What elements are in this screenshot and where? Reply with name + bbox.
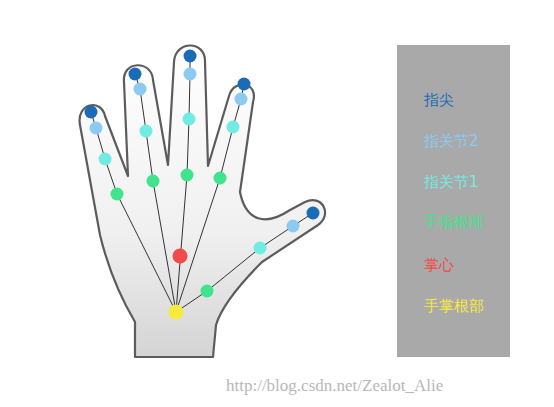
legend-entry: 指尖 <box>424 91 454 109</box>
watermark: http://blog.csdn.net/Zealot_Alie <box>226 376 443 396</box>
legend-entry: 掌心 <box>424 256 454 274</box>
legend-text: 指关节2 <box>424 132 479 150</box>
legend-entry: 手指根部 <box>424 213 484 231</box>
legend-entry: 手掌根部 <box>424 297 484 315</box>
legend-text: 指关节1 <box>424 173 479 191</box>
legend-text: 指尖 <box>424 91 454 109</box>
hand-outline <box>80 46 326 358</box>
legend-entry: 指关节2 <box>424 132 479 150</box>
legend-text: 掌心 <box>424 256 454 274</box>
skeleton-lines <box>91 56 313 312</box>
legend-text: 手指根部 <box>424 213 484 231</box>
legend-entry: 指关节1 <box>424 173 479 191</box>
legend-text: 手掌根部 <box>424 297 484 315</box>
keypoint-dots <box>85 50 320 320</box>
